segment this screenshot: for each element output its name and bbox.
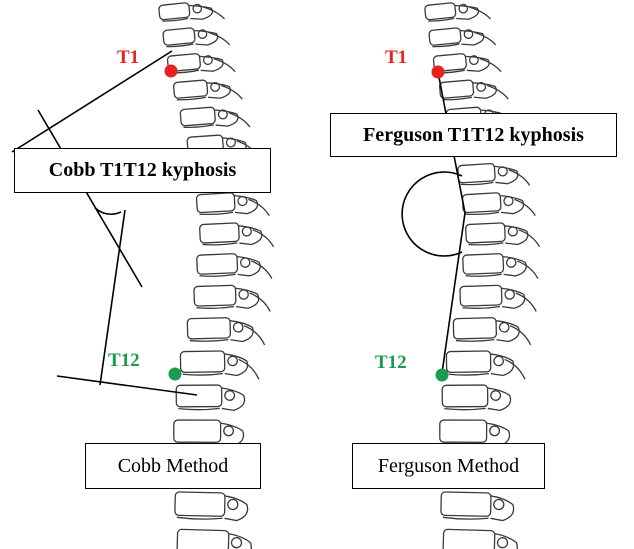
vertebra-outline [441, 492, 514, 521]
vertebra-outline [175, 492, 248, 521]
cobb-measure-box: Cobb T1T12 kyphosis [14, 148, 271, 193]
vertebra-outline [167, 50, 235, 77]
cobb-t1-perpendicular [38, 110, 142, 287]
vertebra-outline [187, 317, 264, 347]
t12-label-left: T12 [108, 351, 140, 370]
vertebra-outline [194, 284, 270, 314]
ferguson-angle-arc [402, 172, 462, 256]
vertebra-outline [173, 77, 242, 105]
cobb-construction-lines [12, 51, 197, 395]
vertebra-outline [458, 161, 530, 190]
vertebra-outline [177, 529, 252, 549]
vertebra-outline [163, 24, 230, 51]
vertebra-outline [439, 77, 508, 105]
vertebra-outline [442, 385, 510, 411]
vertebra-outline [460, 284, 536, 314]
vertebra-outline [200, 221, 274, 250]
t12-marker-left [169, 368, 182, 381]
vertebra-outline [425, 0, 491, 26]
vertebra-outline [197, 252, 272, 281]
vertebra-outline [462, 191, 535, 220]
t12-label-right: T12 [375, 353, 407, 372]
ferguson-method-caption: Ferguson Method [352, 443, 545, 489]
vertebra-outline [446, 350, 525, 380]
vertebra-outline [429, 24, 496, 51]
vertebra-outline [159, 0, 225, 26]
t1-label-left: T1 [117, 48, 139, 67]
t1-marker-right [432, 66, 445, 79]
vertebra-outline [180, 104, 250, 132]
vertebra-outline [180, 350, 259, 380]
vertebra-outline [466, 221, 540, 250]
vertebra-outline [196, 191, 269, 220]
vertebra-outline [453, 317, 530, 347]
ferguson-measure-box: Ferguson T1T12 kyphosis [330, 113, 617, 157]
vertebra-outline [463, 252, 538, 281]
vertebra-outline [176, 385, 244, 411]
cobb-method-caption: Cobb Method [85, 443, 261, 489]
t12-marker-right [436, 369, 449, 382]
ferguson-apex-t12-line [442, 213, 465, 373]
t1-label-right: T1 [385, 48, 407, 67]
t1-marker-left [165, 65, 178, 78]
vertebra-outline [443, 529, 518, 549]
cobb-t1-endplate-line [12, 51, 172, 152]
